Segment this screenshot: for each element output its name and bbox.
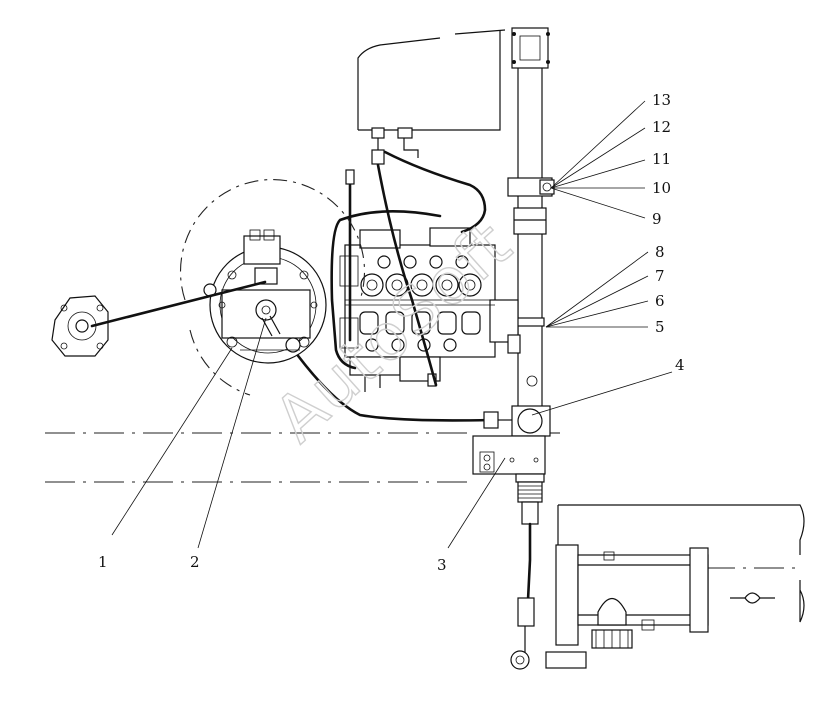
hoses bbox=[288, 150, 535, 670]
upper-tank bbox=[357, 29, 506, 165]
callout-9: 9 bbox=[652, 210, 662, 228]
callout-numbers: 1 2 3 4 5 6 7 8 9 10 11 12 13 bbox=[98, 91, 685, 574]
valve-spools-upper bbox=[360, 255, 482, 297]
callout-12: 12 bbox=[652, 118, 671, 136]
valve-spools-lower bbox=[359, 311, 481, 352]
vertical-pipe-column bbox=[472, 27, 555, 525]
callout-10: 10 bbox=[652, 179, 671, 197]
callout-11: 11 bbox=[652, 150, 671, 168]
frame-centerlines bbox=[45, 432, 560, 483]
callout-1: 1 bbox=[98, 553, 108, 571]
callout-7: 7 bbox=[655, 267, 665, 285]
callout-4: 4 bbox=[675, 356, 685, 374]
callout-13: 13 bbox=[652, 91, 671, 109]
chassis-frame bbox=[545, 504, 805, 669]
control-valve-block bbox=[339, 227, 521, 392]
callout-5: 5 bbox=[655, 318, 665, 336]
leader-lines bbox=[111, 100, 673, 549]
callout-3: 3 bbox=[437, 556, 447, 574]
left-actuator bbox=[51, 280, 267, 357]
travel-motor bbox=[179, 179, 366, 396]
callout-2: 2 bbox=[190, 553, 200, 571]
callout-8: 8 bbox=[655, 243, 665, 261]
callout-6: 6 bbox=[655, 292, 665, 310]
